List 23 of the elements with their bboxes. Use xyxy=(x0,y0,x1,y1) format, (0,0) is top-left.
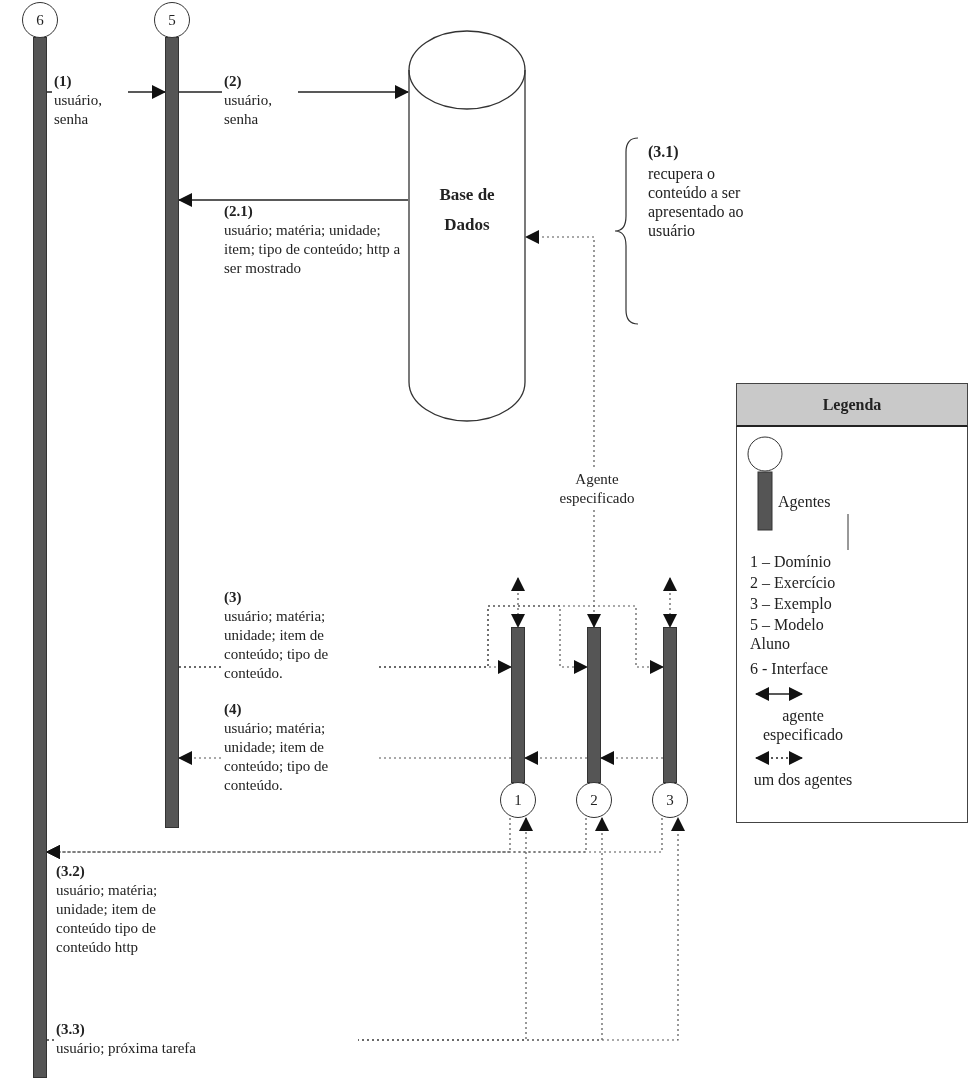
arrow xyxy=(524,751,588,765)
arrow xyxy=(600,751,664,765)
arrow xyxy=(525,230,601,628)
step-number: (3.1) xyxy=(648,142,679,161)
agent-lifeline: 3 xyxy=(652,627,688,818)
legend-label: agente especificado xyxy=(762,706,844,744)
legend-item: 2 – Exercício xyxy=(750,573,836,592)
legend-label: um dos agentes xyxy=(752,770,854,789)
legend-item: 6 - Interface xyxy=(750,659,829,678)
legend-item: 5 – Modelo Aluno xyxy=(750,615,825,653)
database-cylinder: Base de Dados xyxy=(408,30,526,422)
agent-lifeline: 1 xyxy=(500,627,536,818)
legend-item: 3 – Exemplo xyxy=(750,594,832,613)
legend-label: Agentes xyxy=(778,492,831,511)
agent-lifeline: 5 xyxy=(154,2,190,828)
annotation-text: recupera o conteúdo a ser apresentado ao usuário xyxy=(648,164,745,240)
edge-label: (3.3) usuário; próxima tarefa xyxy=(54,1020,358,1058)
legend-title: Legenda xyxy=(736,383,968,427)
arrow xyxy=(663,577,677,628)
agent-lifeline: 2 xyxy=(576,627,612,818)
arrow xyxy=(178,193,409,207)
arrow xyxy=(511,577,525,628)
legend-item: 1 – Domínio xyxy=(750,552,831,571)
